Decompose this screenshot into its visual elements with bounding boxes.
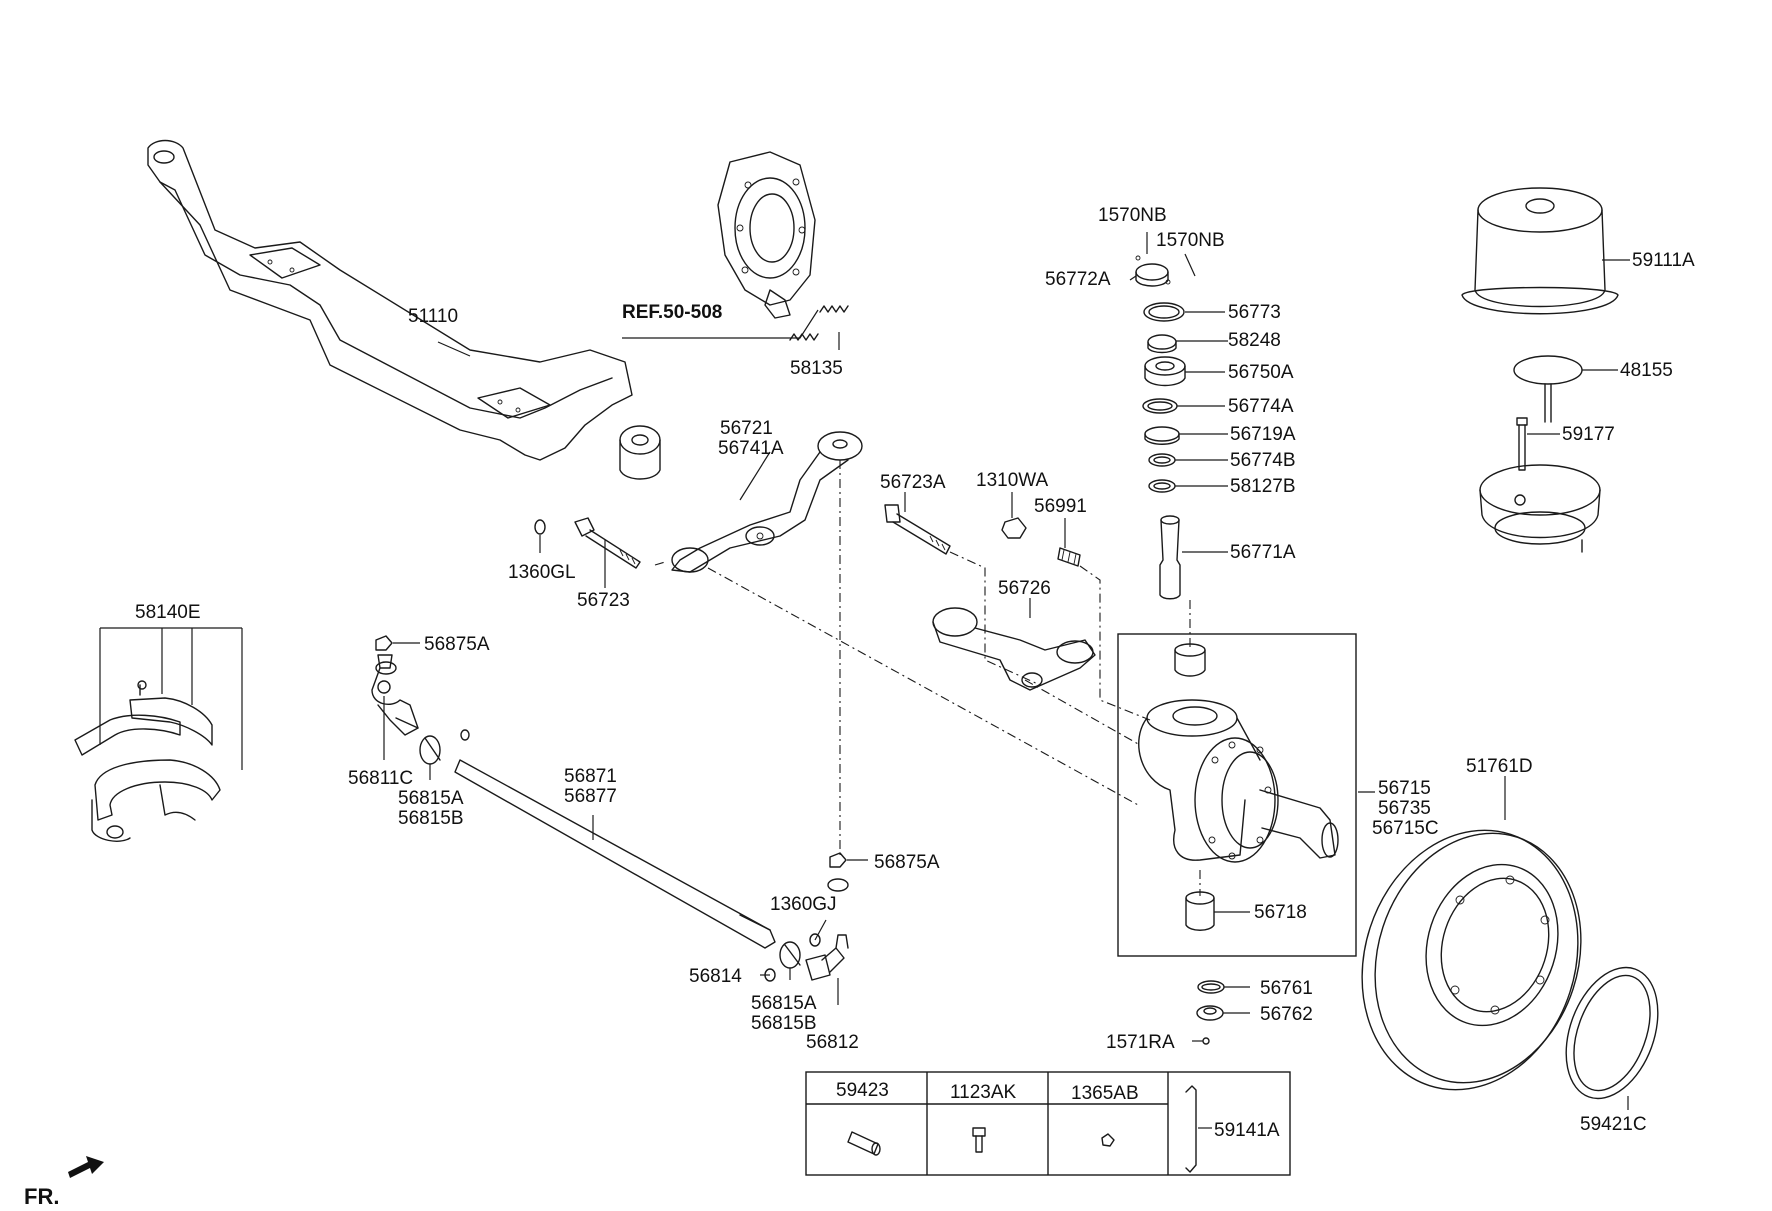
label-56735[interactable]: 56735: [1378, 798, 1431, 819]
label-51761d[interactable]: 51761D: [1466, 756, 1533, 777]
label-56991[interactable]: 56991: [1034, 496, 1087, 517]
knuckle-group-box: [1117, 633, 1357, 957]
nut-1310wa: [1001, 517, 1027, 539]
brake-disc: [1361, 829, 1582, 1091]
label-56815a-2[interactable]: 56815A: [751, 993, 817, 1014]
label-56715[interactable]: 56715: [1378, 778, 1431, 799]
brake-spider: [717, 151, 816, 319]
table-header-1123ak: 1123AK: [950, 1082, 1017, 1103]
tie-rod-end-left: [371, 654, 470, 765]
label-56871[interactable]: 56871: [564, 766, 617, 787]
nut-56875a-upper: [375, 635, 397, 675]
label-1570nb-2[interactable]: 1570NB: [1156, 230, 1225, 251]
label-56719a[interactable]: 56719A: [1230, 424, 1296, 445]
label-48155[interactable]: 48155: [1620, 360, 1673, 381]
label-1571ra[interactable]: 1571RA: [1106, 1032, 1175, 1053]
label-1360gl[interactable]: 1360GL: [508, 562, 576, 583]
bolt-59177: [1516, 417, 1528, 471]
tone-ring: [1565, 966, 1659, 1100]
label-56774a[interactable]: 56774A: [1228, 396, 1294, 417]
label-56875a-2[interactable]: 56875A: [874, 852, 940, 873]
label-56811c[interactable]: 56811C: [348, 768, 413, 789]
label-58248[interactable]: 58248: [1228, 330, 1281, 351]
guide-lines: [654, 460, 1201, 896]
tie-rod-end-right: [764, 933, 849, 982]
stud-56991: [1057, 547, 1081, 567]
label-56750a[interactable]: 56750A: [1228, 362, 1294, 383]
label-58135[interactable]: 58135: [790, 358, 843, 379]
label-56761[interactable]: 56761: [1260, 978, 1313, 999]
label-56718[interactable]: 56718: [1254, 902, 1307, 923]
label-56812[interactable]: 56812: [806, 1032, 859, 1053]
ref-label[interactable]: REF.50-508: [622, 302, 722, 323]
label-56815b-2[interactable]: 56815B: [751, 1013, 817, 1034]
label-1360gj[interactable]: 1360GJ: [770, 894, 837, 915]
label-58127b[interactable]: 58127B: [1230, 476, 1296, 497]
label-56723[interactable]: 56723: [577, 590, 630, 611]
nut-56875a-lower: [827, 852, 849, 892]
brake-shoes: [74, 680, 221, 842]
fastener-table: [805, 1071, 1291, 1176]
brake-return-springs: [789, 305, 849, 341]
bolt-56723a: [884, 504, 951, 555]
front-arrow-icon: [68, 1156, 104, 1178]
label-56772a[interactable]: 56772A: [1045, 269, 1111, 290]
small-seals: [1196, 980, 1225, 1045]
label-56726[interactable]: 56726: [998, 578, 1051, 599]
table-header-59423: 59423: [836, 1080, 889, 1101]
label-59177[interactable]: 59177: [1562, 424, 1615, 445]
label-1570nb-1[interactable]: 1570NB: [1098, 205, 1167, 226]
front-label: FR.: [24, 1184, 59, 1209]
label-56773[interactable]: 56773: [1228, 302, 1281, 323]
label-56762[interactable]: 56762: [1260, 1004, 1313, 1025]
label-56741a[interactable]: 56741A: [718, 438, 784, 459]
spring-plate: [1513, 355, 1583, 423]
label-56771a[interactable]: 56771A: [1230, 542, 1296, 563]
label-56815a-1[interactable]: 56815A: [398, 788, 464, 809]
washer-1360gl: [534, 519, 546, 535]
label-1310wa[interactable]: 1310WA: [976, 470, 1048, 491]
label-59111a[interactable]: 59111A: [1632, 250, 1695, 271]
label-51110[interactable]: 51110: [408, 306, 458, 327]
spring-seat: [1479, 464, 1601, 553]
label-56721[interactable]: 56721: [720, 418, 773, 439]
kingpin-stack: [1135, 255, 1186, 600]
label-56723a[interactable]: 56723A: [880, 472, 946, 493]
label-58140e[interactable]: 58140E: [135, 602, 201, 623]
air-spring: [1461, 187, 1619, 315]
label-56875a-1[interactable]: 56875A: [424, 634, 490, 655]
label-56814[interactable]: 56814: [689, 966, 742, 987]
leader-lines: [99, 232, 1630, 1110]
cross-steering-arm: [932, 607, 1096, 691]
steering-knuckle: [1138, 643, 1339, 931]
table-header-1365ab: 1365AB: [1071, 1083, 1139, 1104]
label-59421c[interactable]: 59421C: [1580, 1114, 1647, 1135]
label-56715c[interactable]: 56715C: [1372, 818, 1439, 839]
tie-rod: [454, 759, 776, 949]
table-label-59141a[interactable]: 59141A: [1214, 1120, 1280, 1141]
label-56877[interactable]: 56877: [564, 786, 617, 807]
bolt-56723: [574, 517, 641, 569]
label-56815b-1[interactable]: 56815B: [398, 808, 464, 829]
front-axle-beam: [147, 139, 661, 480]
label-56774b[interactable]: 56774B: [1230, 450, 1296, 471]
